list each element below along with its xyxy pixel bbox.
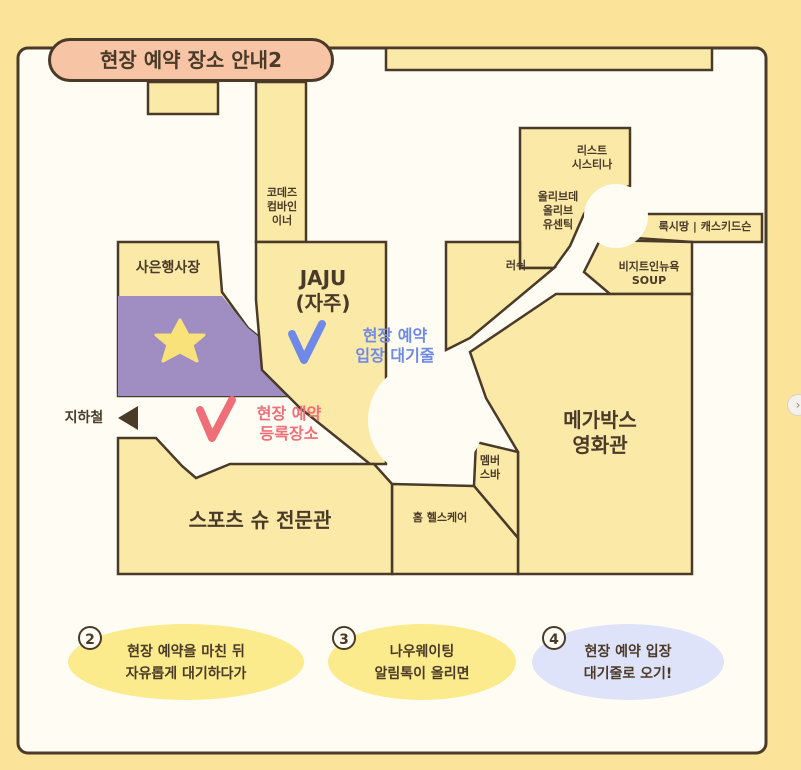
- label-subway: 지하철: [64, 410, 104, 426]
- marker-register: 현장 예약 등록장소: [256, 404, 322, 443]
- label-olive: 올리브데 올리브 유센틱: [537, 190, 579, 231]
- page-title: 현장 예약 장소 안내2: [48, 38, 334, 82]
- check-v-blue-icon: [288, 320, 326, 364]
- step-2-number: 2: [78, 626, 102, 650]
- label-visit: 비지트인뉴욕 SOUP: [618, 260, 680, 287]
- marker-queue: 현장 예약 입장 대기줄: [355, 326, 435, 365]
- label-event: 사은행사장: [135, 260, 201, 276]
- store-top-strip: [384, 46, 714, 72]
- label-sports: 스포츠 슈 전문관: [188, 508, 332, 532]
- arrow-left-icon: [118, 406, 138, 430]
- step-2-text: 현장 예약을 마친 뒤 자유롭게 대기하다가: [125, 644, 247, 682]
- corridor-hub: [368, 362, 484, 478]
- label-roxy: 록시땅 | 캐스키드슨: [658, 220, 752, 233]
- store-upper-left: [146, 80, 220, 116]
- label-member: 멤버 스바: [479, 454, 501, 481]
- label-home: 홈 헬스케어: [412, 511, 468, 524]
- step-2-bubble: [68, 624, 304, 700]
- step-4-bubble: [532, 624, 724, 700]
- star-icon: [154, 318, 206, 363]
- store-jaju: [254, 240, 388, 466]
- store-sports: [116, 436, 394, 576]
- label-jaju: JAJU (자주): [295, 266, 351, 315]
- store-codes-combine: [254, 80, 308, 244]
- step-4-number: 4: [542, 626, 566, 650]
- next-slide-button[interactable]: ›: [787, 394, 801, 416]
- step-3-text: 나우웨이팅 알림톡이 올리면: [374, 644, 470, 682]
- label-megabox: 메가박스 영화관: [563, 408, 637, 457]
- label-codes: 코데즈 컴바인 이너: [266, 186, 298, 227]
- step-3-bubble: [328, 624, 516, 700]
- corridor-node: [584, 184, 648, 248]
- label-wrist: 리스트 시스티나: [571, 144, 613, 171]
- step-3-number: 3: [332, 626, 356, 650]
- check-v-red-icon: [196, 396, 236, 442]
- step-4-text: 현장 예약 입장 대기줄로 오기!: [583, 644, 673, 682]
- label-rushi: 러쉬: [505, 259, 527, 272]
- store-rushi: [444, 240, 558, 353]
